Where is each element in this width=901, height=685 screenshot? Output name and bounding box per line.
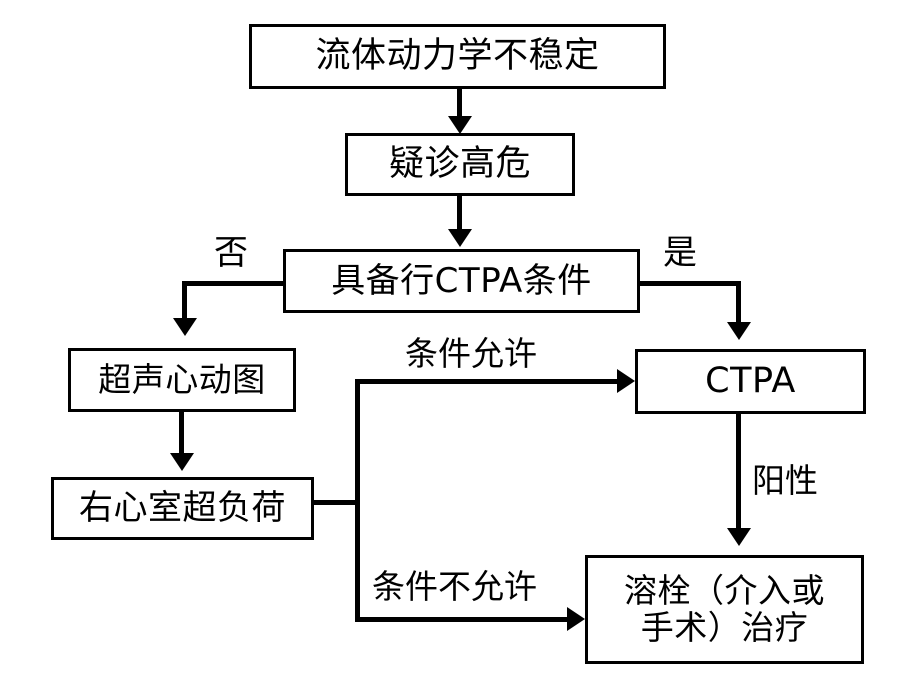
node-hemodynamic-instability: 流体动力学不稳定 — [249, 24, 666, 89]
node-echocardiography: 超声心动图 — [68, 348, 296, 412]
edge-label-positive: 阳性 — [752, 461, 818, 500]
edge-label-no: 否 — [214, 233, 248, 273]
node-thrombolysis: 溶栓（介入或 手术）治疗 — [585, 555, 864, 664]
edge-positive-arrowhead — [727, 528, 751, 546]
edge-no-horizontal — [182, 281, 285, 286]
edge-trunk-vertical — [355, 379, 360, 622]
edge-echo-to-rv-line — [179, 412, 184, 457]
node-label: 流体动力学不稳定 — [315, 35, 600, 76]
node-label: 超声心动图 — [98, 359, 266, 399]
node-ctpa-eligible: 具备行CTPA条件 — [283, 249, 640, 313]
edge-no-vertical — [182, 281, 187, 322]
node-label: 具备行CTPA条件 — [331, 260, 592, 301]
edge-no-arrowhead — [173, 318, 197, 336]
node-label: CTPA — [705, 360, 796, 401]
edge-label-conditions-not-permit: 条件不允许 — [372, 567, 537, 606]
edge-conditions-permit-horizontal — [355, 379, 621, 384]
node-label: 右心室超负荷 — [79, 488, 286, 529]
edge-echo-to-rv-arrowhead — [170, 453, 194, 471]
edge-yes-horizontal — [638, 281, 741, 286]
node-label-line-1: 溶栓（介入或 — [624, 570, 825, 610]
edge-instability-to-suspected-arrowhead — [448, 116, 472, 134]
edge-positive-vertical — [736, 414, 741, 532]
edge-yes-vertical — [736, 281, 741, 326]
node-rv-overload: 右心室超负荷 — [51, 477, 314, 540]
edge-yes-arrowhead — [727, 322, 751, 340]
edge-suspected-to-eligible-line — [457, 196, 462, 231]
edge-conditions-permit-arrowhead — [617, 369, 635, 393]
edge-instability-to-suspected-line — [457, 89, 462, 121]
node-ctpa: CTPA — [635, 349, 866, 414]
node-label: 疑诊高危 — [388, 143, 531, 184]
edge-rv-to-trunk-horizontal — [312, 500, 360, 505]
edge-conditions-not-permit-horizontal — [355, 617, 571, 622]
edge-label-yes: 是 — [663, 233, 697, 273]
node-label-line-2: 手术）治疗 — [640, 607, 809, 647]
edge-conditions-not-permit-arrowhead — [567, 607, 585, 631]
edge-label-conditions-permit: 条件允许 — [405, 334, 537, 373]
edge-suspected-to-eligible-arrowhead — [448, 229, 472, 247]
node-suspected-high-risk: 疑诊高危 — [345, 133, 575, 196]
